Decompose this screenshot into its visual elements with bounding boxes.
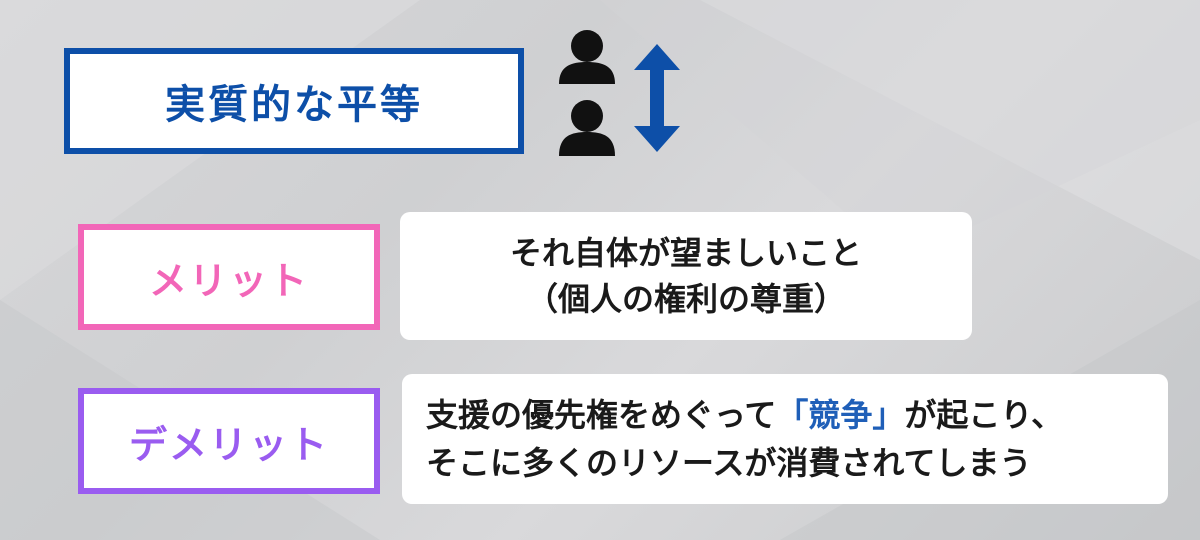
- competition-highlight: 「競争」: [776, 396, 905, 434]
- demerit-description-line-2: そこに多くのリソースが消費されてしまう: [426, 444, 1032, 482]
- merit-description-line-1: それ自体が望ましいこと: [509, 233, 862, 272]
- merit-label-box: メリット: [78, 224, 380, 330]
- person-icon-bottom: [559, 100, 615, 156]
- title-text: 実質的な平等: [165, 82, 423, 128]
- title-box: 実質的な平等: [64, 48, 524, 154]
- demerit-label: デメリット: [128, 422, 329, 467]
- people-comparison-graphic: [559, 30, 680, 156]
- person-icon-top: [559, 30, 615, 84]
- merit-label: メリット: [148, 258, 309, 303]
- demerit-label-box: デメリット: [78, 388, 380, 494]
- demerit-line-1-before: 支援の優先権をめぐって: [426, 396, 777, 434]
- double-vertical-arrow-icon: [634, 44, 680, 152]
- demerit-line-1-after: が起こり、: [904, 396, 1064, 434]
- merit-description-box: それ自体が望ましいこと （個人の権利の尊重）: [400, 212, 972, 340]
- demerit-description-box: 支援の優先権をめぐって「競争」が起こり、 そこに多くのリソースが消費されてしまう: [402, 374, 1168, 504]
- demerit-description-line-1: 支援の優先権をめぐって「競争」が起こり、: [426, 391, 1063, 439]
- merit-description-line-2: （個人の権利の尊重）: [525, 280, 846, 318]
